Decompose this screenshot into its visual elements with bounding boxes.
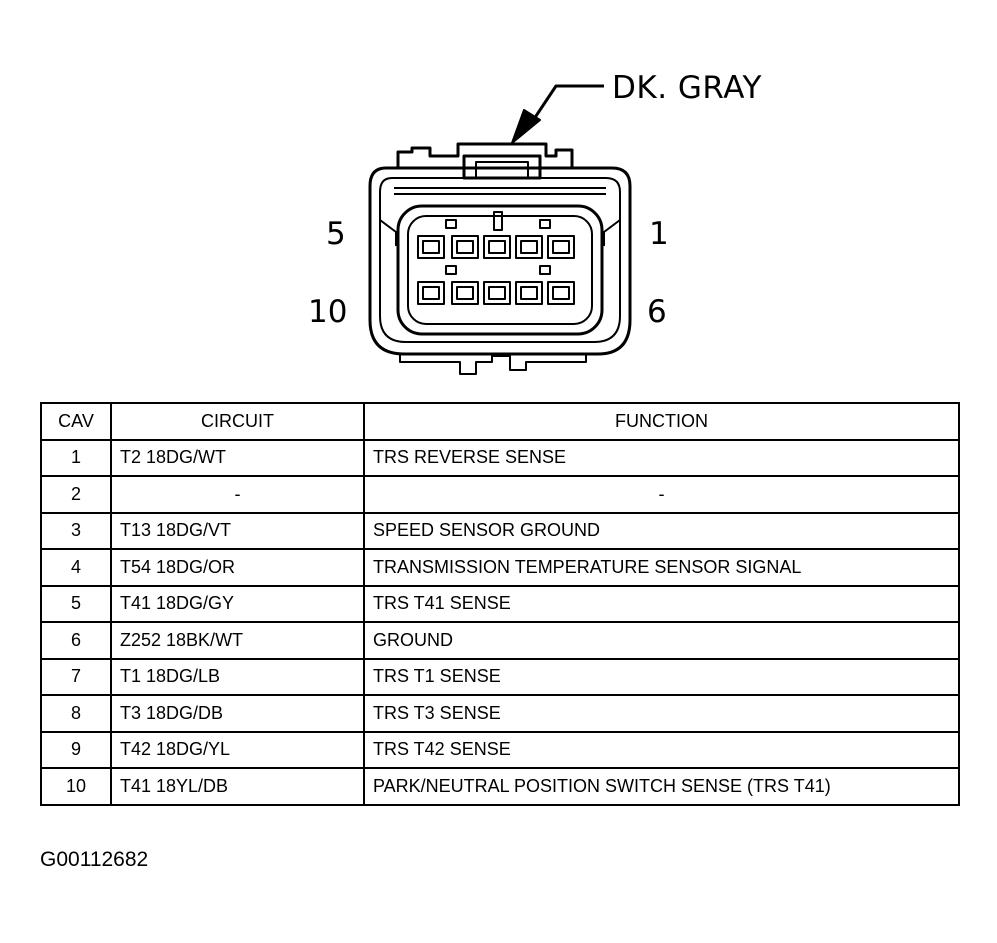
leader-line	[526, 84, 604, 129]
cell-cav: 3	[40, 511, 112, 550]
pin-label-6: 6	[647, 294, 667, 330]
figure-id: G00112682	[40, 848, 149, 871]
connector-diagram: DK. GRAY 5 1 10 6	[0, 0, 997, 400]
table-row: 7 T1 18DG/LB TRS T1 SENSE	[40, 657, 960, 696]
pinout-table-wrap: CAV CIRCUIT FUNCTION 1 T2 18DG/WT TRS RE…	[40, 402, 960, 806]
pin-label-10: 10	[308, 294, 348, 330]
cell-circuit: T1 18DG/LB	[110, 657, 365, 696]
cell-function: -	[363, 475, 960, 514]
cell-function: TRS REVERSE SENSE	[363, 438, 960, 477]
cell-circuit: T41 18YL/DB	[110, 767, 365, 806]
cell-circuit: T3 18DG/DB	[110, 694, 365, 733]
cell-circuit: T42 18DG/YL	[110, 730, 365, 769]
cell-function: PARK/NEUTRAL POSITION SWITCH SENSE (TRS …	[363, 767, 960, 806]
pin-label-5: 5	[326, 216, 346, 252]
pin-label-1: 1	[649, 216, 669, 252]
header-cav: CAV	[40, 402, 112, 441]
table-row: 1 T2 18DG/WT TRS REVERSE SENSE	[40, 438, 960, 477]
cell-function: SPEED SENSOR GROUND	[363, 511, 960, 550]
cavity-block	[396, 204, 604, 336]
cell-circuit: T41 18DG/GY	[110, 584, 365, 623]
table-row: 9 T42 18DG/YL TRS T42 SENSE	[40, 730, 960, 769]
table-row: 2 - -	[40, 475, 960, 514]
cell-cav: 4	[40, 548, 112, 587]
cell-function: TRS T3 SENSE	[363, 694, 960, 733]
cell-cav: 9	[40, 730, 112, 769]
latch-tab-inner	[475, 161, 529, 179]
leader-arrowhead	[511, 109, 541, 144]
table-row: 3 T13 18DG/VT SPEED SENSOR GROUND	[40, 511, 960, 550]
table-row: 4 T54 18DG/OR TRANSMISSION TEMPERATURE S…	[40, 548, 960, 587]
header-circuit: CIRCUIT	[110, 402, 365, 441]
cell-circuit: T13 18DG/VT	[110, 511, 365, 550]
housing-outer	[368, 166, 632, 356]
header-function: FUNCTION	[363, 402, 960, 441]
pin-row-bottom	[417, 281, 575, 305]
cell-cav: 6	[40, 621, 112, 660]
cell-circuit: -	[110, 475, 365, 514]
housing-inner-outline	[379, 177, 621, 343]
cell-cav: 1	[40, 438, 112, 477]
cell-function: TRS T1 SENSE	[363, 657, 960, 696]
cavity-block-inner	[407, 215, 593, 325]
table-row: 8 T3 18DG/DB TRS T3 SENSE	[40, 694, 960, 733]
table-row: 10 T41 18YL/DB PARK/NEUTRAL POSITION SWI…	[40, 767, 960, 806]
cell-cav: 7	[40, 657, 112, 696]
cell-function: TRS T41 SENSE	[363, 584, 960, 623]
table-row: 6 Z252 18BK/WT GROUND	[40, 621, 960, 660]
cell-function: TRS T42 SENSE	[363, 730, 960, 769]
bottom-latch	[399, 354, 587, 375]
table-row: 5 T41 18DG/GY TRS T41 SENSE	[40, 584, 960, 623]
table-header-row: CAV CIRCUIT FUNCTION	[40, 402, 960, 441]
top-latch	[396, 142, 574, 168]
cell-circuit: Z252 18BK/WT	[110, 621, 365, 660]
connector-color-label: DK. GRAY	[612, 70, 762, 106]
cell-circuit: T2 18DG/WT	[110, 438, 365, 477]
cell-function: TRANSMISSION TEMPERATURE SENSOR SIGNAL	[363, 548, 960, 587]
pinout-table: CAV CIRCUIT FUNCTION 1 T2 18DG/WT TRS RE…	[40, 402, 960, 806]
cell-cav: 5	[40, 584, 112, 623]
cell-cav: 10	[40, 767, 112, 806]
cell-cav: 8	[40, 694, 112, 733]
cell-function: GROUND	[363, 621, 960, 660]
cell-cav: 2	[40, 475, 112, 514]
pin-row-top	[417, 235, 575, 259]
connector-drawing	[368, 84, 632, 375]
cell-circuit: T54 18DG/OR	[110, 548, 365, 587]
